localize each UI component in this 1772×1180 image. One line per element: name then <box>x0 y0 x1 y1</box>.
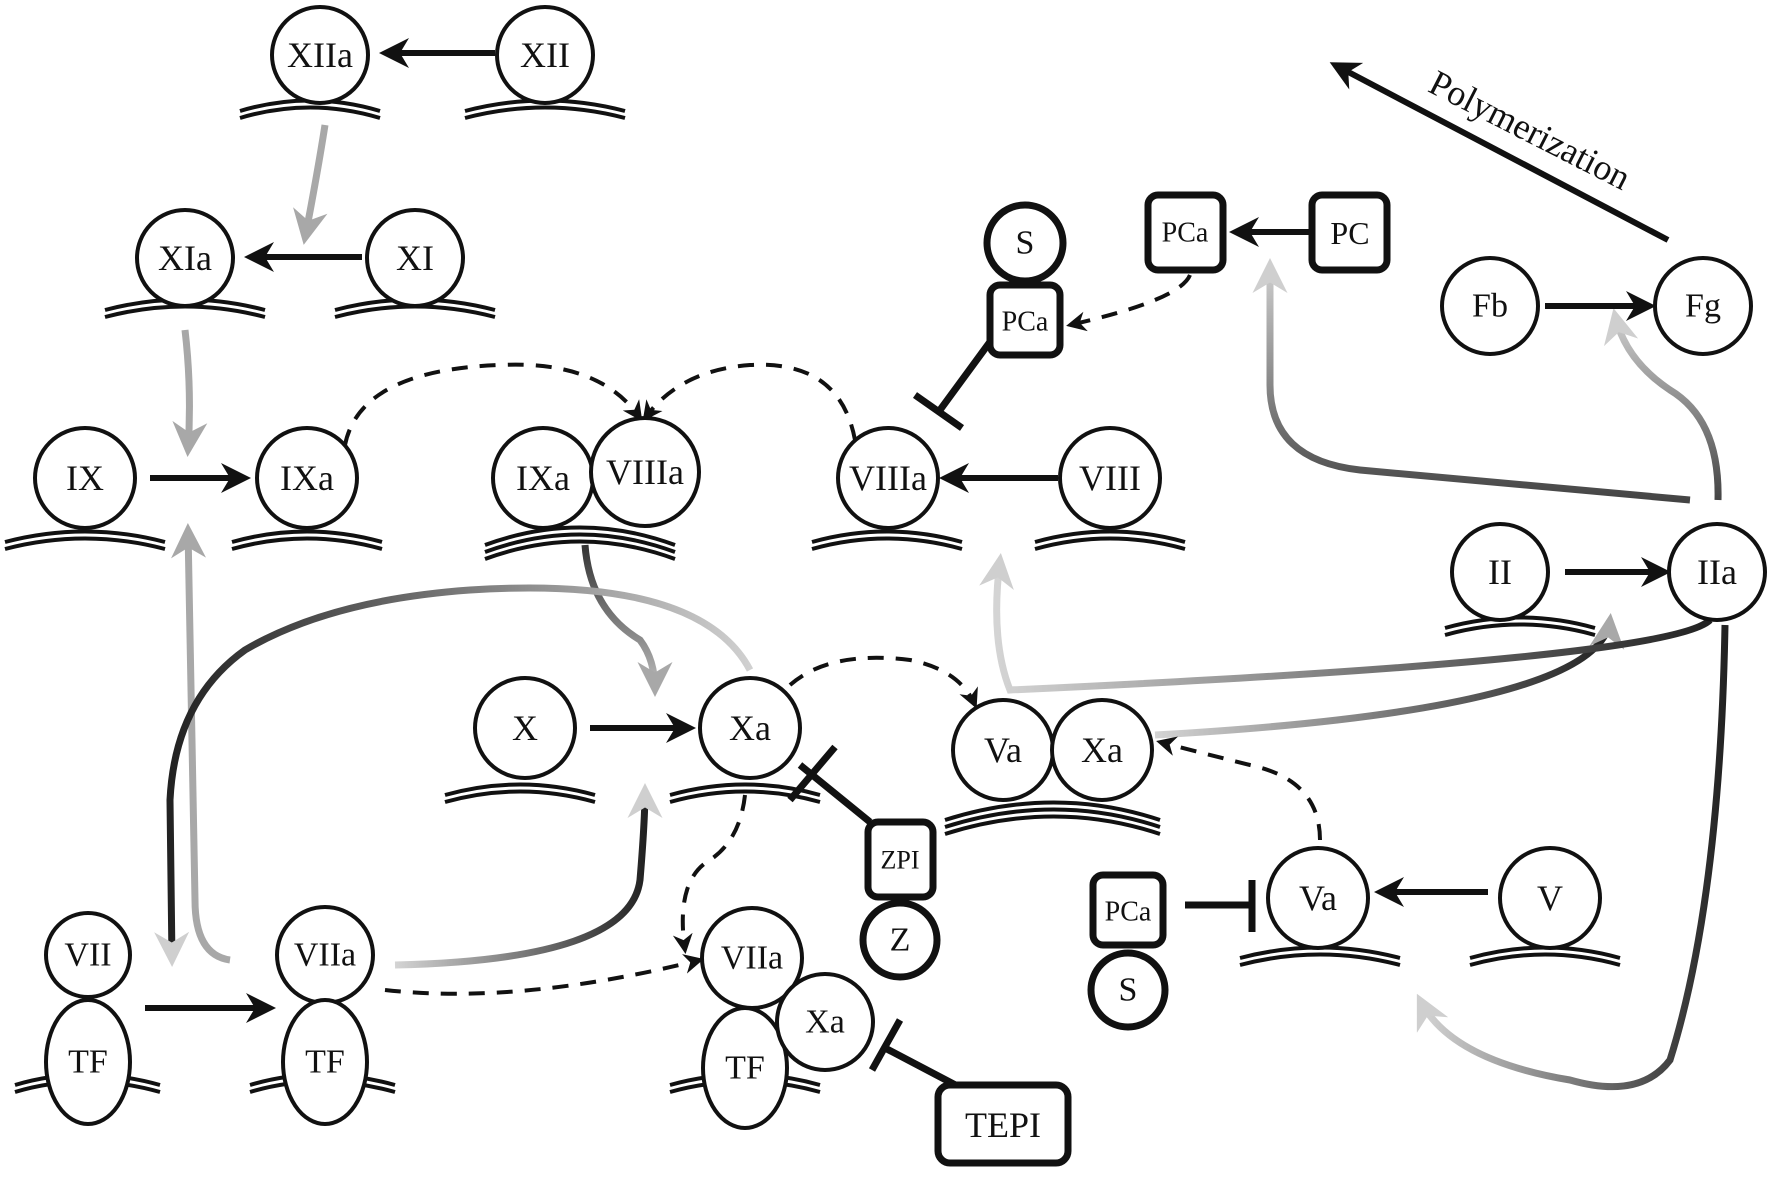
svg-text:VII: VII <box>64 937 111 974</box>
node-fg: Fg <box>1653 256 1753 356</box>
xa-to-viia-dash <box>672 794 747 954</box>
viiia-to-viiia-dash <box>642 362 857 441</box>
black-arrows <box>145 38 1671 1023</box>
pca-to-pca-dash <box>1066 274 1192 332</box>
svg-text:TF: TF <box>725 1050 765 1087</box>
svg-text:IX: IX <box>66 458 104 498</box>
node-va: Va <box>1266 846 1370 950</box>
va-to-xa-dash <box>1156 736 1322 841</box>
node-s-bottom: S <box>1087 949 1169 1031</box>
svg-text:PCa: PCa <box>1105 897 1152 928</box>
node-ixa: IXa <box>255 426 359 530</box>
node-pca-bottom: PCa <box>1089 871 1167 949</box>
svg-text:IXa: IXa <box>516 458 570 498</box>
node-v: V <box>1498 846 1602 950</box>
xa-to-vii-arrow <box>154 584 754 967</box>
node-pc: PC <box>1308 191 1391 274</box>
xa-to-va-dash <box>788 655 978 709</box>
node-pca-right: PCa <box>1144 191 1227 274</box>
node-ix: IX <box>33 426 137 530</box>
svg-text:XI: XI <box>396 238 434 278</box>
node-xi: XI <box>365 208 465 308</box>
node-viia-tf: VIIa TF <box>275 905 375 1126</box>
pca-inhibits-viiia-bar <box>912 392 965 431</box>
svg-text:VIIa: VIIa <box>721 940 783 977</box>
polymerization-arrow <box>1329 62 1670 243</box>
svg-text:TEPI: TEPI <box>965 1105 1041 1145</box>
svg-text:V: V <box>1537 878 1563 918</box>
svg-text:IXa: IXa <box>280 458 334 498</box>
grey-arrows <box>154 124 1729 1091</box>
iia-to-fg-arrow <box>1604 308 1722 501</box>
node-ii: II <box>1450 522 1550 622</box>
svg-text:S: S <box>1119 972 1138 1009</box>
tepi-inhibits-xa-bar <box>868 1018 904 1072</box>
iia-to-pc-arrow <box>1252 258 1691 504</box>
node-zpi: ZPI <box>864 818 937 901</box>
node-xiia: XIIa <box>270 5 370 105</box>
node-x: X <box>473 676 577 780</box>
svg-text:Xa: Xa <box>805 1004 845 1041</box>
viia-to-ix-arrow <box>171 523 231 964</box>
node-tepi: TEPI <box>934 1081 1072 1167</box>
node-va-xa-complex: Va Xa <box>951 698 1154 802</box>
svg-text:VIIIa: VIIIa <box>849 458 927 498</box>
node-viiia: VIIIa <box>836 426 940 530</box>
svg-text:X: X <box>512 708 538 748</box>
xiia-to-xi-arrow <box>293 124 329 245</box>
node-s-top: S <box>983 201 1067 285</box>
svg-text:Xa: Xa <box>729 708 771 748</box>
zpi-inhibits-xa-bar <box>787 744 838 803</box>
svg-text:S: S <box>1016 225 1035 262</box>
svg-text:Xa: Xa <box>1081 730 1123 770</box>
svg-text:Fb: Fb <box>1472 288 1508 325</box>
svg-text:Fg: Fg <box>1685 288 1721 325</box>
node-xia: XIa <box>135 208 235 308</box>
pca-inhibits-viiia <box>937 332 998 413</box>
svg-text:Z: Z <box>890 922 911 959</box>
viia-to-x-arrow <box>394 783 663 969</box>
node-z: Z <box>859 899 941 981</box>
node-vii-tf: VII TF <box>44 911 132 1126</box>
svg-text:VIIa: VIIa <box>294 937 356 974</box>
svg-text:IIa: IIa <box>1697 552 1737 592</box>
svg-text:PCa: PCa <box>1162 218 1209 249</box>
svg-text:TF: TF <box>305 1044 345 1081</box>
ixa-viiia-to-x-arrow <box>581 544 673 697</box>
node-viii: VIII <box>1058 426 1162 530</box>
svg-text:II: II <box>1488 552 1512 592</box>
node-xa: Xa <box>698 676 802 780</box>
svg-text:PC: PC <box>1330 215 1369 251</box>
svg-text:XIIa: XIIa <box>287 35 353 75</box>
svg-text:XIa: XIa <box>158 238 212 278</box>
va-xa-to-ii-arrow <box>1154 613 1625 739</box>
svg-text:PCa: PCa <box>1002 307 1049 338</box>
svg-text:ZPI: ZPI <box>881 846 920 875</box>
viia-to-viia-dash <box>384 954 704 996</box>
dashed-arrows <box>343 274 1322 996</box>
node-xii: XII <box>495 5 595 105</box>
node-fb: Fb <box>1440 256 1540 356</box>
node-pca-top: PCa <box>986 281 1064 359</box>
node-ixa-viiia-complex: IXa VIIIa <box>491 416 701 530</box>
svg-text:XII: XII <box>520 35 570 75</box>
svg-text:TF: TF <box>68 1044 108 1081</box>
node-iia: IIa <box>1667 522 1767 622</box>
membranes <box>4 98 1621 1094</box>
node-viia-xa-tf-complex: TF VIIa Xa <box>700 906 875 1130</box>
svg-text:VIIIa: VIIIa <box>606 452 684 492</box>
xia-to-ix-arrow <box>172 329 208 457</box>
svg-text:VIII: VIII <box>1079 458 1141 498</box>
svg-text:Va: Va <box>1299 878 1337 918</box>
ixa-to-viiia-dash <box>343 362 643 446</box>
iia-to-v-arrow <box>1416 624 1729 1091</box>
svg-text:Va: Va <box>984 730 1022 770</box>
iia-to-viii-arrow <box>979 553 1713 694</box>
